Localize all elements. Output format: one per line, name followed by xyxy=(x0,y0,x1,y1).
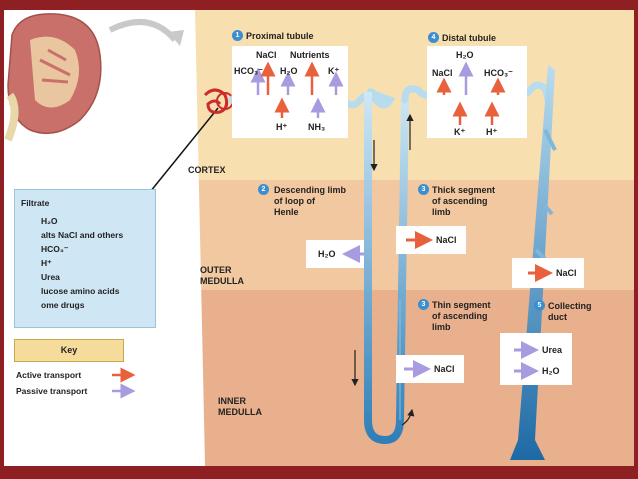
filtrate-panel: Filtrate H₂O alts NaCl and others HCO₃⁻ … xyxy=(14,189,156,328)
duct-urea-label: Urea xyxy=(542,345,563,355)
distal-h2o: H₂O xyxy=(456,50,474,60)
frame-top xyxy=(0,0,638,10)
thin-number: 3 xyxy=(418,299,429,310)
inner-medulla-label-2: MEDULLA xyxy=(218,407,262,417)
filtrate-item: H⁺ xyxy=(41,258,52,268)
collecting-line-2: duct xyxy=(548,312,567,322)
proximal-tubule-label: Proximal tubule xyxy=(246,31,314,41)
outer-medulla-label-2: MEDULLA xyxy=(200,276,244,286)
thin-line-3: limb xyxy=(432,322,451,332)
proximal-nutrients: Nutrients xyxy=(290,50,330,60)
distal-nacl: NaCl xyxy=(432,68,453,78)
proximal-h2o: H₂O xyxy=(280,66,298,76)
descending-line-3: Henle xyxy=(274,207,299,217)
legend-passive: Passive transport xyxy=(16,386,88,396)
descending-line-1: Descending limb xyxy=(274,185,347,195)
distal-number: 4 xyxy=(428,32,439,43)
thick-nacl-label: NaCl xyxy=(436,235,457,245)
filtrate-title: Filtrate xyxy=(21,198,50,208)
thick-line-3: limb xyxy=(432,207,451,217)
kidney-icon xyxy=(4,13,102,142)
collecting-number: 5 xyxy=(534,300,545,311)
descending-line-2: of loop of xyxy=(274,196,315,206)
distal-tubule-label: Distal tubule xyxy=(442,33,497,43)
proximal-transport-box xyxy=(232,46,348,138)
proximal-h: H⁺ xyxy=(276,122,288,132)
frame-bottom xyxy=(0,466,638,479)
loop-of-henle xyxy=(364,92,409,444)
key-box: Key xyxy=(14,339,124,362)
filtrate-item: lucose amino acids xyxy=(41,286,120,296)
duct-nacl-label: NaCl xyxy=(556,268,577,278)
thick-line-2: of ascending xyxy=(432,196,488,206)
distal-transport-box xyxy=(427,46,527,138)
inner-medulla-label-1: INNER xyxy=(218,396,247,406)
thin-line-1: Thin segment xyxy=(432,300,491,310)
duct-urea-h2o-box xyxy=(500,333,572,385)
frame-right xyxy=(634,0,638,479)
filtrate-item: H₂O xyxy=(41,216,58,226)
filtrate-item: ome drugs xyxy=(41,300,85,310)
proximal-number: 1 xyxy=(232,30,243,41)
proximal-k: K⁺ xyxy=(328,66,340,76)
distal-hco3: HCO₃⁻ xyxy=(484,68,513,78)
descending-number: 2 xyxy=(258,184,269,195)
proximal-hco3: HCO₃⁻ xyxy=(234,66,263,76)
frame-left xyxy=(0,0,4,479)
thin-line-2: of ascending xyxy=(432,311,488,321)
distal-h: H⁺ xyxy=(486,127,498,137)
filtrate-item: Urea xyxy=(41,272,60,282)
duct-h2o-label: H₂O xyxy=(542,366,560,376)
filtrate-item: alts NaCl and others xyxy=(41,230,124,240)
proximal-nh3: NH₃ xyxy=(308,122,326,132)
distal-k: K⁺ xyxy=(454,127,466,137)
outer-medulla-label-1: OUTER xyxy=(200,265,232,275)
filtrate-item: HCO₃⁻ xyxy=(41,244,69,254)
cortex-label: CORTEX xyxy=(188,165,226,175)
thin-nacl-label: NaCl xyxy=(434,364,455,374)
proximal-nacl: NaCl xyxy=(256,50,277,60)
descending-h2o-label: H₂O xyxy=(318,249,336,259)
legend-active: Active transport xyxy=(16,370,82,380)
collecting-line-1: Collecting xyxy=(548,301,592,311)
thick-number: 3 xyxy=(418,184,429,195)
thick-line-1: Thick segment xyxy=(432,185,496,195)
